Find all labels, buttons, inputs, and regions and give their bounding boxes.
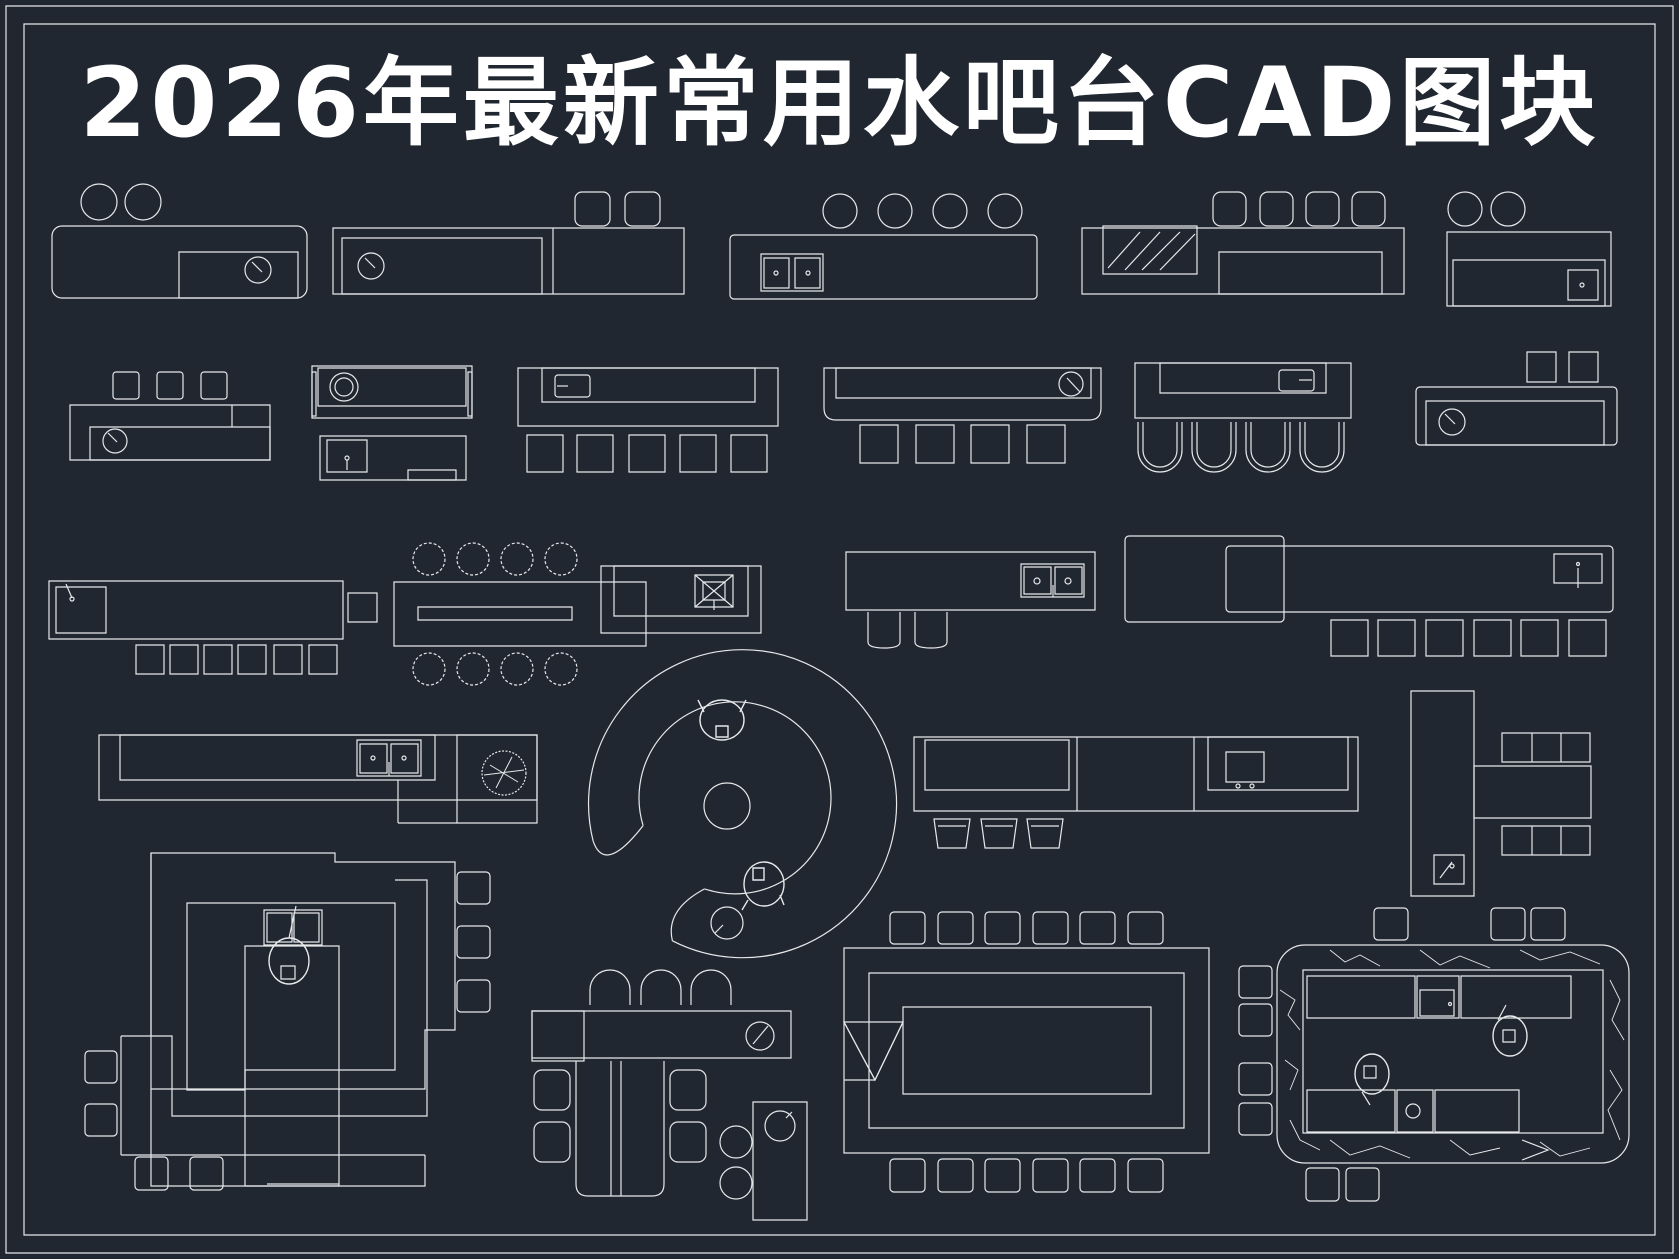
bar-block-r4-4: [1411, 691, 1591, 896]
bar-block-r5-3: [844, 912, 1209, 1192]
bar-block-r2-3: [518, 368, 778, 472]
bar-block-r1-4: [1082, 192, 1404, 294]
bar-block-r2-2: [312, 366, 472, 480]
bar-block-r3-1: [49, 581, 377, 674]
bar-block-r1-2: [333, 192, 684, 294]
bar-block-r4-1: [99, 735, 537, 823]
bar-block-r2-6: [1416, 352, 1617, 445]
bar-block-r5-2: [532, 970, 807, 1220]
circular-bar-block: [589, 650, 897, 958]
bar-block-r5-1: [85, 853, 490, 1190]
bar-block-r5-4: [1239, 908, 1629, 1201]
bar-block-r3-4: [1125, 536, 1613, 656]
bar-block-r3-3: [846, 552, 1095, 648]
bar-block-r4-3: [914, 737, 1358, 848]
bar-block-r2-1: [70, 372, 270, 460]
bar-block-r1-3: [730, 194, 1037, 299]
page-title: 2026年最新常用水吧台CAD图块: [79, 47, 1600, 159]
bar-block-r3-2: [394, 543, 761, 685]
drawing-frame: [6, 6, 1673, 1253]
bar-block-r2-4: [824, 368, 1101, 463]
bar-block-r2-5: [1135, 363, 1351, 472]
bar-block-r1-1: [52, 184, 307, 298]
bar-block-r1-5: [1447, 192, 1611, 306]
